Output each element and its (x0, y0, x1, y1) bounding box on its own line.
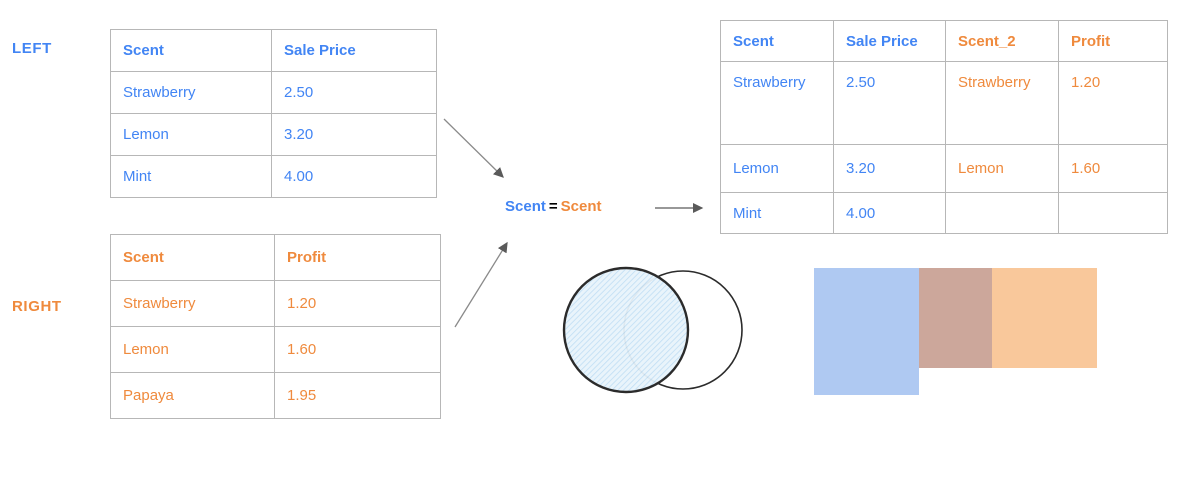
cell-scent: Papaya (110, 372, 275, 419)
column-header-scent: Scent (110, 234, 275, 281)
right-input-table: Scent Profit Strawberry 1.20 Lemon 1.60 … (110, 234, 441, 419)
table-header-row: Scent Sale Price Scent_2 Profit (720, 20, 1168, 62)
cell-scent: Strawberry (110, 280, 275, 327)
left-input-table: Scent Sale Price Strawberry 2.50 Lemon 3… (110, 29, 437, 198)
cell-scent-2: Lemon (945, 144, 1059, 193)
bar-segment-left-only (814, 268, 919, 395)
column-header-scent: Scent (110, 29, 272, 72)
cell-profit: 1.20 (1058, 61, 1168, 145)
cell-scent: Strawberry (110, 71, 272, 114)
arrow-right-to-join (454, 241, 508, 328)
right-table-label: RIGHT (12, 298, 62, 315)
cell-profit: 1.95 (274, 372, 441, 419)
cell-profit: 1.20 (274, 280, 441, 327)
cell-scent: Lemon (110, 113, 272, 156)
bar-segment-right-only (992, 268, 1097, 368)
cell-scent: Mint (720, 192, 834, 234)
column-header-profit: Profit (1058, 20, 1168, 62)
cell-sale-price: 4.00 (271, 155, 437, 198)
cell-sale-price: 3.20 (833, 144, 946, 193)
table-row: Mint 4.00 (110, 155, 437, 198)
cell-scent-2-empty (945, 192, 1059, 234)
column-header-sale-price: Sale Price (833, 20, 946, 62)
table-row: Strawberry 2.50 (110, 71, 437, 114)
join-left-key: Scent (505, 198, 546, 215)
column-header-scent: Scent (720, 20, 834, 62)
cell-sale-price: 2.50 (271, 71, 437, 114)
bar-segment-intersection (919, 268, 992, 368)
cell-scent: Lemon (110, 326, 275, 373)
table-row: Papaya 1.95 (110, 372, 441, 419)
cell-scent: Mint (110, 155, 272, 198)
column-header-profit: Profit (274, 234, 441, 281)
column-header-scent-2: Scent_2 (945, 20, 1059, 62)
join-operator: = (548, 198, 558, 215)
cell-sale-price: 2.50 (833, 61, 946, 145)
cell-profit-empty (1058, 192, 1168, 234)
arrow-left-to-join (443, 118, 504, 178)
cell-scent: Lemon (720, 144, 834, 193)
venn-diagram-left-join (562, 266, 743, 394)
table-header-row: Scent Profit (110, 234, 441, 281)
table-row: Strawberry 2.50 Strawberry 1.20 (720, 61, 1168, 145)
table-row: Lemon 1.60 (110, 326, 441, 373)
cell-scent-2: Strawberry (945, 61, 1059, 145)
venn-circle-left (562, 266, 690, 394)
join-condition: Scent=Scent (505, 198, 601, 215)
left-table-label: LEFT (12, 40, 52, 57)
cell-sale-price: 3.20 (271, 113, 437, 156)
table-row: Lemon 3.20 (110, 113, 437, 156)
column-header-sale-price: Sale Price (271, 29, 437, 72)
join-result-table: Scent Sale Price Scent_2 Profit Strawber… (720, 20, 1168, 234)
cell-sale-price: 4.00 (833, 192, 946, 234)
cell-profit: 1.60 (1058, 144, 1168, 193)
table-row: Mint 4.00 (720, 192, 1168, 234)
table-row: Strawberry 1.20 (110, 280, 441, 327)
table-header-row: Scent Sale Price (110, 29, 437, 72)
table-row: Lemon 3.20 Lemon 1.60 (720, 144, 1168, 193)
cell-profit: 1.60 (274, 326, 441, 373)
join-right-key: Scent (560, 198, 602, 215)
cell-scent: Strawberry (720, 61, 834, 145)
